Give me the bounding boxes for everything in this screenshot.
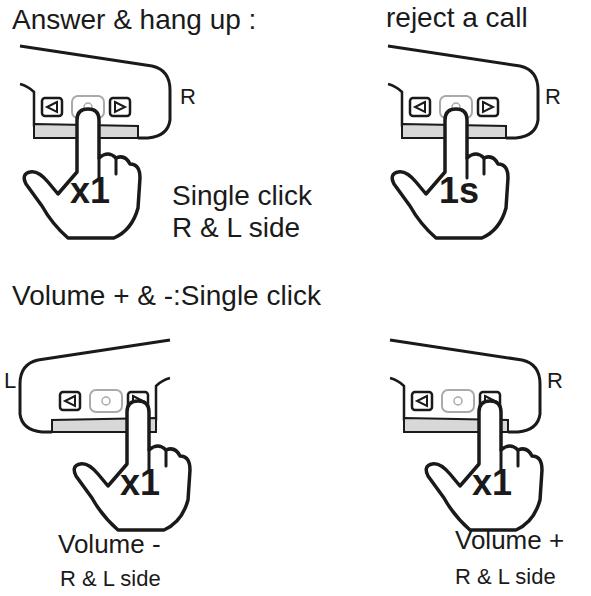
section-heading: Volume + & -:Single click	[12, 280, 321, 312]
click-count: x1	[472, 462, 512, 503]
function-label: Volume +	[455, 526, 564, 556]
side-letter: L	[4, 368, 16, 393]
function-label: Volume -	[58, 530, 161, 560]
instruction-text: Single click R & L side	[172, 180, 337, 244]
click-count: x1	[70, 170, 110, 211]
side-letter: R	[180, 84, 196, 109]
section-heading: reject a call	[386, 2, 528, 34]
click-count: x1	[120, 462, 160, 503]
instruction-text: R & L side	[455, 564, 556, 589]
side-letter: R	[547, 368, 563, 393]
side-letter: R	[545, 84, 561, 109]
section-heading: Answer & hang up :	[12, 4, 256, 36]
press-duration: 1s	[439, 170, 479, 211]
instruction-text: R & L side	[60, 566, 161, 591]
